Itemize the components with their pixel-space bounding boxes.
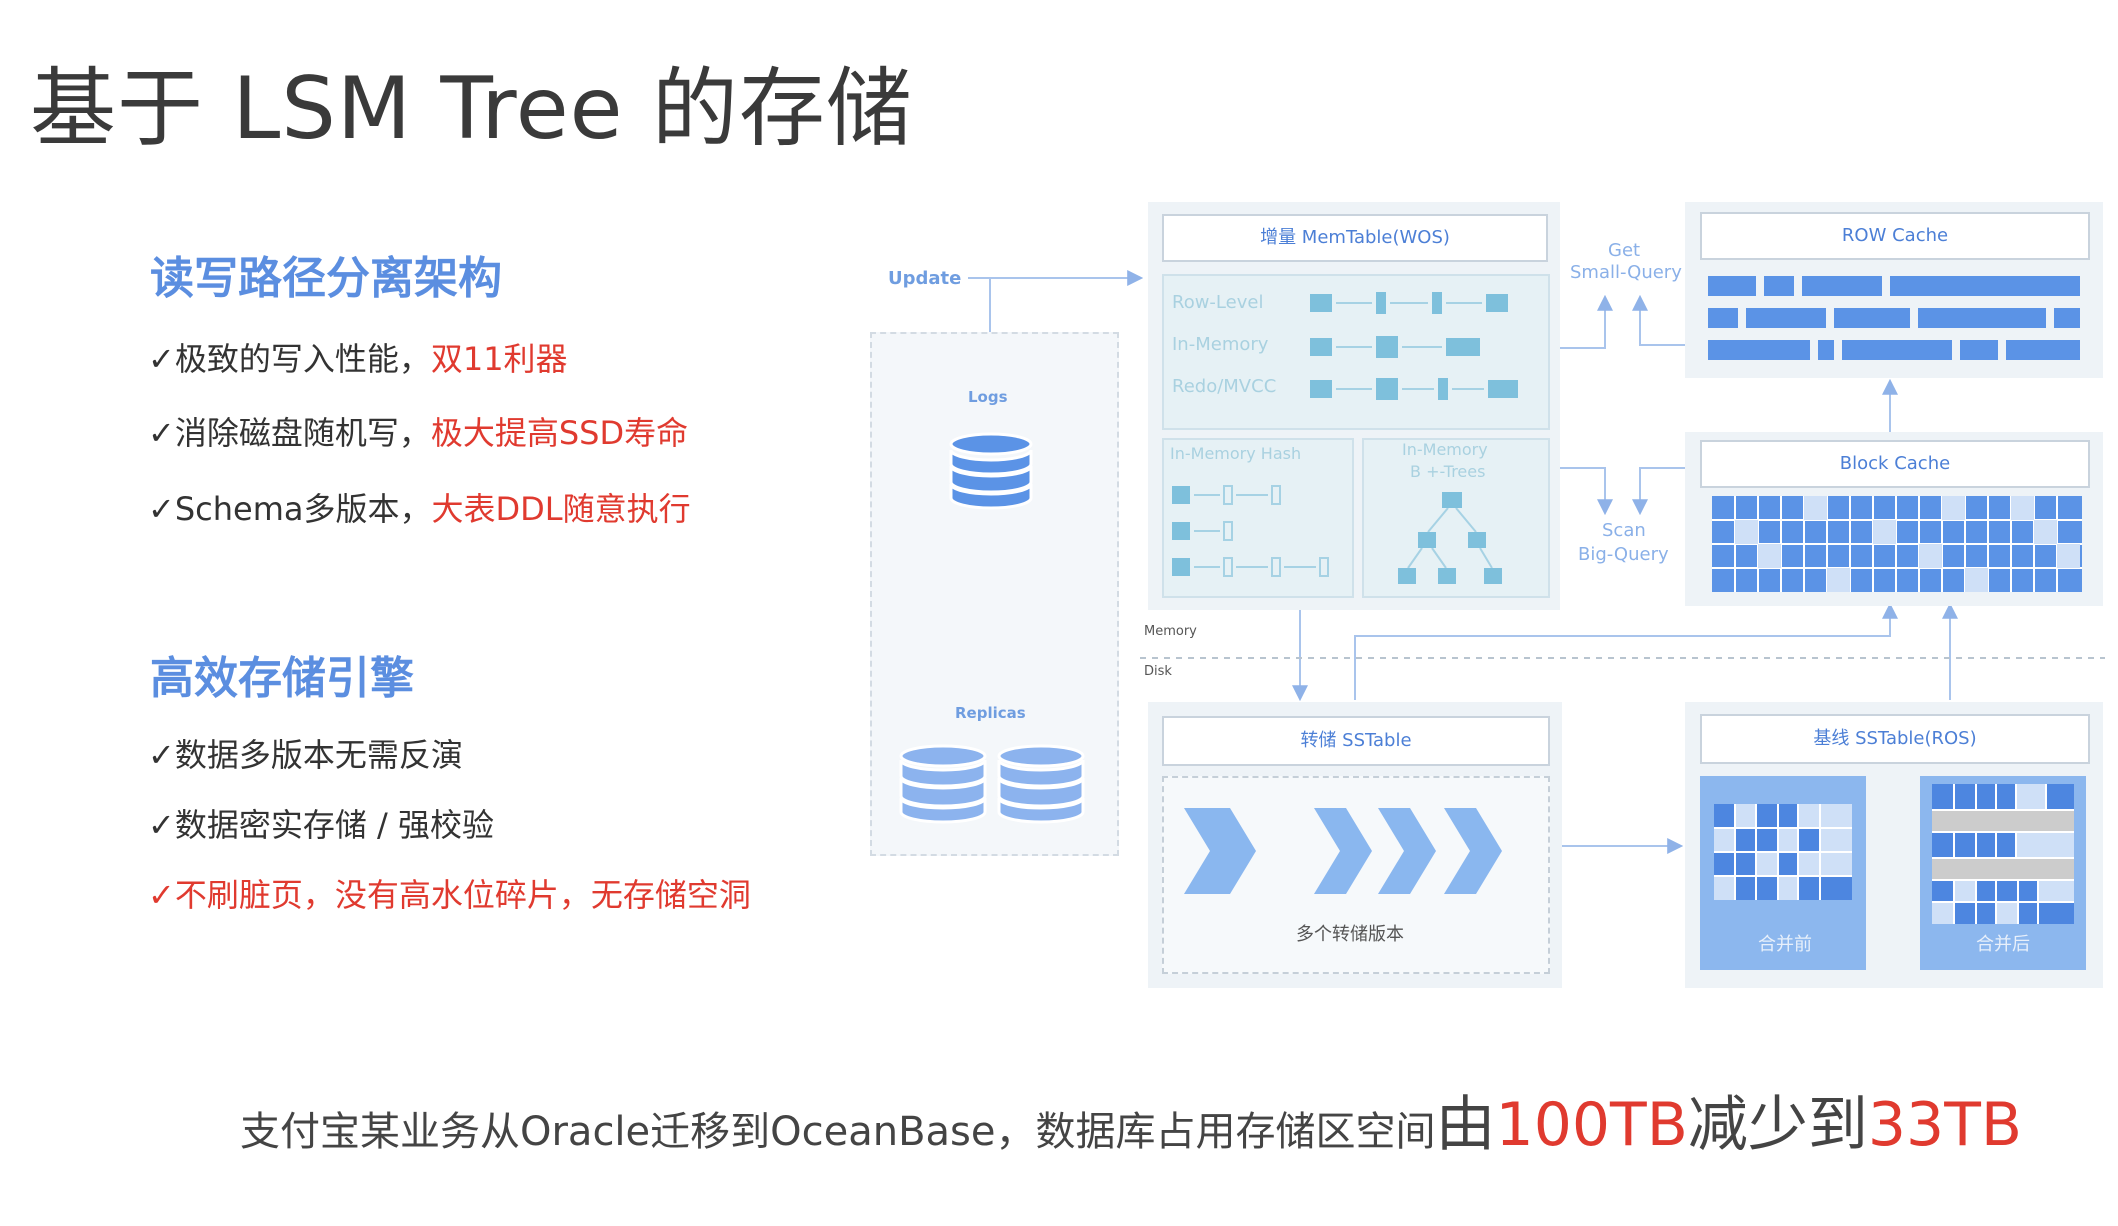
small-query-label: Small-Query: [1570, 262, 1682, 283]
before-merge-grid: [1714, 804, 1852, 900]
bullet-highlight: ✓不刷脏页，没有高水位碎片，无存储空洞: [148, 876, 751, 914]
section-title-storage-engine: 高效存储引擎: [150, 653, 414, 704]
in-memory-label: In-Memory: [1172, 334, 1269, 355]
replica-database-icon: [899, 744, 987, 824]
row-cache-rows: [1708, 276, 2080, 364]
btree-icon: [1398, 492, 1502, 584]
bullet-highlight: 双11利器: [430, 340, 568, 378]
after-merge-grid: [1932, 784, 2074, 924]
bullet-no-dirty-pages: ✓不刷脏页，没有高水位碎片，无存储空洞: [148, 870, 751, 916]
footer-to-value: 33TB: [1867, 1090, 2023, 1160]
bullet-text: ✓极致的写入性能，: [148, 340, 431, 378]
base-sstable-header: 基线 SSTable(ROS): [1700, 714, 2090, 764]
bullet-text: ✓数据多版本无需反演: [148, 736, 463, 774]
logs-label: Logs: [968, 388, 1008, 406]
redo-chain-icons: [1310, 292, 1518, 400]
footer-statement: 支付宝某业务从Oracle迁移到OceanBase，数据库占用存储区空间由100…: [240, 1076, 2022, 1163]
page-title: 基于 LSM Tree 的存储: [30, 59, 913, 159]
bullet-write-performance: ✓极致的写入性能，双11利器: [148, 334, 568, 380]
dump-sstable-header: 转储 SSTable: [1162, 716, 1550, 766]
bullet-highlight: 大表DDL随意执行: [431, 490, 691, 528]
memtable-header: 增量 MemTable(WOS): [1162, 214, 1548, 262]
bullet-dense-storage: ✓数据密实存储 / 强校验: [148, 800, 494, 846]
in-memory-btrees-label-2: B +-Trees: [1410, 462, 1486, 481]
dump-sstable-label: 转储 SSTable: [1300, 730, 1412, 751]
big-query-label: Big-Query: [1578, 544, 1669, 565]
bullet-schema-versions: ✓Schema多版本，大表DDL随意执行: [148, 484, 691, 530]
database-icon: [949, 432, 1033, 510]
block-cache-grid: [1712, 496, 2082, 592]
hash-chain-icons: [1172, 485, 1329, 577]
get-label: Get: [1608, 240, 1641, 261]
row-level-label: Row-Level: [1172, 292, 1264, 313]
bullet-multiversion: ✓数据多版本无需反演: [148, 730, 463, 776]
bullet-text: ✓Schema多版本，: [148, 490, 432, 528]
replicas-label: Replicas: [955, 704, 1026, 722]
row-cache-header: ROW Cache: [1700, 212, 2090, 260]
footer-prefix: 支付宝某业务从Oracle迁移到OceanBase，数据库占用存储区空间: [240, 1109, 1436, 1155]
multi-dump-versions-label: 多个转储版本: [1296, 924, 1404, 945]
in-memory-hash-label: In-Memory Hash: [1170, 444, 1302, 463]
memtable-label: 增量 MemTable(WOS): [1260, 227, 1450, 248]
after-merge-label: 合并后: [1976, 934, 2030, 955]
before-merge-label: 合并前: [1758, 934, 1812, 955]
redo-mvcc-label: Redo/MVCC: [1172, 376, 1277, 397]
in-memory-btrees-label-1: In-Memory: [1402, 440, 1488, 459]
disk-label: Disk: [1144, 664, 1172, 679]
footer-from-word: 由: [1435, 1090, 1496, 1160]
bullet-highlight: 极大提高SSD寿命: [430, 414, 689, 452]
memory-label: Memory: [1144, 624, 1197, 639]
scan-label: Scan: [1602, 520, 1646, 541]
update-label: Update: [888, 268, 962, 289]
redo-mvcc-box: [1162, 274, 1550, 430]
bullet-text: ✓数据密实存储 / 强校验: [148, 806, 494, 844]
section-title-rw-separation: 读写路径分离架构: [150, 253, 502, 304]
footer-middle: 减少到: [1687, 1090, 1868, 1160]
bullet-text: ✓消除磁盘随机写，: [148, 414, 431, 452]
hash-index-box: [1162, 438, 1354, 598]
block-cache-header: Block Cache: [1700, 440, 2090, 488]
chevrons-icon: [1184, 808, 1502, 894]
bullet-ssd-life: ✓消除磁盘随机写，极大提高SSD寿命: [148, 408, 688, 454]
replica-database-icon: [997, 744, 1085, 824]
footer-from-value: 100TB: [1495, 1090, 1688, 1160]
block-cache-label: Block Cache: [1839, 453, 1951, 474]
base-sstable-label: 基线 SSTable(ROS): [1813, 728, 1977, 749]
row-cache-label: ROW Cache: [1841, 225, 1949, 246]
